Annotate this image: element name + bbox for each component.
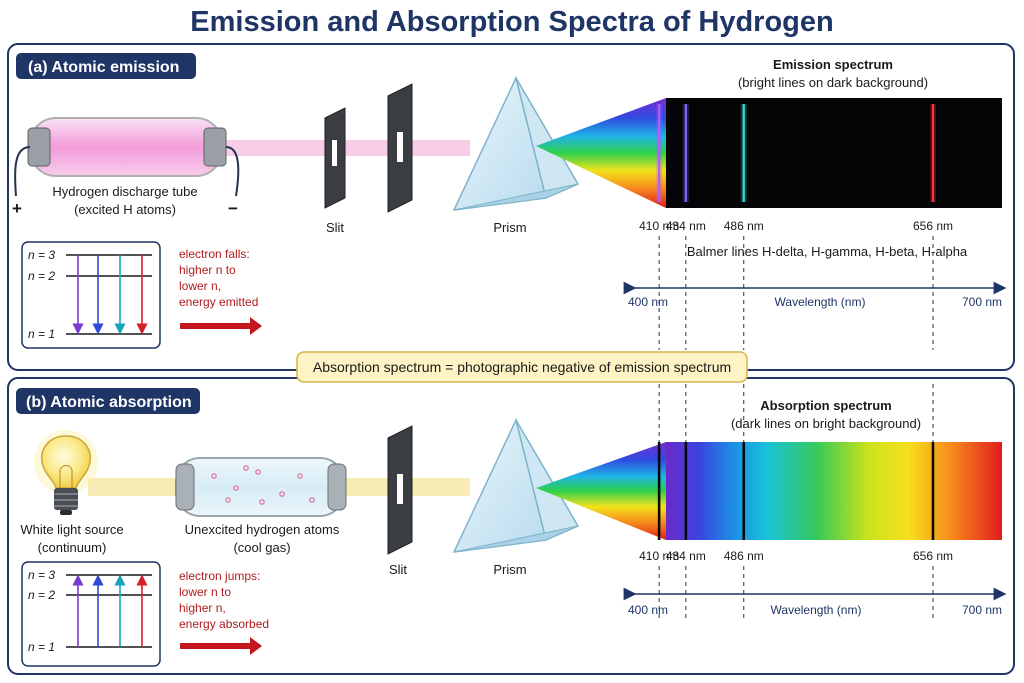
negative-banner [296, 351, 748, 383]
absorption-panel-label-bg [16, 388, 200, 414]
emission-label-h-gamma: 434 nm [666, 219, 706, 233]
absorption-label-h-gamma: 434 nm [666, 549, 706, 563]
emission-label-h-alpha: 656 nm [913, 219, 953, 233]
emission-lines [656, 104, 937, 202]
absorption-explain-4: energy absorbed [179, 617, 269, 631]
slit-opening-1 [332, 140, 337, 166]
absorption-panel-label: (b) Atomic absorption [26, 394, 192, 411]
absorption-explain-2: lower n to [179, 585, 231, 599]
emission-energy-diagram [21, 241, 161, 349]
emission-label-h-delta: 410 nm [639, 219, 679, 233]
light-bulb-icon [34, 430, 98, 515]
absorption-slit-opening [397, 474, 403, 504]
wavelength-guides [658, 236, 934, 620]
absorption-red-arrow [180, 637, 262, 655]
negative-terminal: − [228, 199, 238, 218]
emission-spectrum-title: Emission spectrum [773, 57, 893, 72]
absorption-dispersed-fan [536, 442, 666, 540]
hydrogen-discharge-tube [14, 117, 240, 197]
emission-level-2: n = 2 [28, 269, 55, 283]
emission-panel-label: (a) Atomic emission [28, 59, 179, 76]
absorption-explain-1: electron jumps: [179, 569, 260, 583]
absorption-level-1: n = 1 [28, 640, 55, 654]
absorption-level-3: n = 3 [28, 568, 55, 582]
gas-label-1: Unexcited hydrogen atoms [185, 522, 340, 537]
emission-explain-3: lower n, [179, 279, 221, 293]
absorption-axis-max: 700 nm [962, 603, 1002, 617]
absorption-explain-3: higher n, [179, 601, 226, 615]
emission-explain-2: higher n to [179, 263, 236, 277]
tube-label-line2: (excited H atoms) [74, 202, 176, 217]
emission-explain-1: electron falls: [179, 247, 250, 261]
positive-terminal: + [12, 199, 22, 218]
emission-label-h-beta: 486 nm [724, 219, 764, 233]
emission-level-3: n = 3 [28, 248, 55, 262]
emission-dispersed-fan [536, 98, 666, 208]
emission-panel-label-bg [16, 53, 196, 79]
absorption-lines [657, 442, 935, 540]
emission-axis-min: 400 nm [628, 295, 668, 309]
emission-axis-max: 700 nm [962, 295, 1002, 309]
absorption-axis-title: Wavelength (nm) [771, 603, 862, 617]
negative-banner-text: Absorption spectrum = photographic negat… [313, 359, 731, 375]
slit-opening-2 [397, 132, 403, 162]
absorption-label-h-alpha: 656 nm [913, 549, 953, 563]
absorption-prism [452, 417, 580, 553]
absorption-label-h-beta: 486 nm [724, 549, 764, 563]
emission-axis-title: Wavelength (nm) [775, 295, 866, 309]
emission-explain-4: energy emitted [179, 295, 258, 309]
cool-hydrogen-gas-tube [175, 457, 347, 517]
gas-label-2: (cool gas) [233, 540, 290, 555]
emission-prism-label: Prism [493, 220, 526, 235]
emission-level-1: n = 1 [28, 327, 55, 341]
absorption-spectrum-subtitle: (dark lines on bright background) [731, 416, 921, 431]
absorption-level-2: n = 2 [28, 588, 55, 602]
emission-prism [452, 75, 580, 211]
absorption-spectrum-title: Absorption spectrum [760, 398, 891, 413]
emission-spectrum-strip [666, 98, 1002, 208]
tube-label-line1: Hydrogen discharge tube [52, 184, 197, 199]
absorption-spectrum-strip [666, 442, 1002, 540]
absorption-energy-diagram [21, 561, 161, 667]
light-source-label-2: (continuum) [38, 540, 107, 555]
emission-slit-label: Slit [326, 220, 344, 235]
emission-red-arrow [180, 317, 262, 335]
absorption-axis-min: 400 nm [628, 603, 668, 617]
diagram-title: Emission and Absorption Spectra of Hydro… [190, 6, 833, 38]
absorption-slit-label: Slit [389, 562, 407, 577]
absorption-label-h-delta: 410 nm [639, 549, 679, 563]
emission-spectrum-subtitle: (bright lines on dark background) [738, 75, 928, 90]
absorption-prism-label: Prism [493, 562, 526, 577]
light-source-label-1: White light source [20, 522, 123, 537]
balmer-caption: Balmer lines H-delta, H-gamma, H-beta, H… [687, 244, 968, 259]
